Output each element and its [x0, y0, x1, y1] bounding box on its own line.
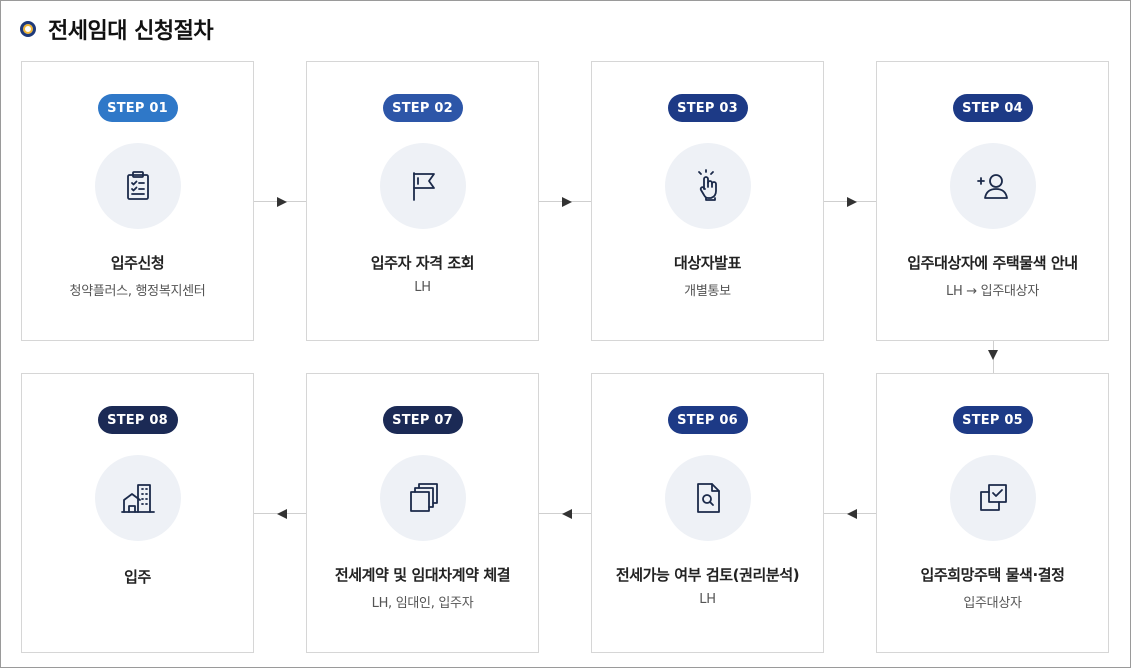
arrow-right-icon: [562, 197, 572, 207]
step-subtitle: 입주대상자: [963, 596, 1022, 611]
step-title: 입주희망주택 물색·결정: [920, 566, 1065, 584]
building-icon: [94, 455, 181, 541]
step-card-8: STEP 08 입주: [21, 373, 254, 653]
step-badge: STEP 08: [97, 406, 178, 434]
clipboard-icon: [94, 143, 181, 229]
arrow-left-icon: [847, 509, 857, 519]
step-title: 입주신청: [110, 254, 165, 272]
step-title: 전세계약 및 임대차계약 체결: [334, 566, 511, 584]
step-subtitle: LH: [699, 592, 716, 607]
arrow-left-icon: [277, 509, 287, 519]
step-title: 전세가능 여부 검토(권리분석): [615, 566, 800, 584]
document-search-icon: [664, 455, 751, 541]
step-subtitle: LH: [414, 280, 431, 295]
step-card-1: STEP 01 입주신청 청약플러스, 행정복지센터: [21, 61, 254, 341]
step-badge: STEP 03: [667, 94, 748, 122]
arrow-right-icon: [847, 197, 857, 207]
section-header: 전세임대 신청절차: [20, 14, 214, 44]
arrow-down-icon: [988, 350, 998, 360]
title-bullet-icon: [20, 21, 36, 37]
page-title: 전세임대 신청절차: [48, 19, 214, 44]
step-title: 대상자발표: [673, 254, 741, 272]
step-badge: STEP 07: [382, 406, 463, 434]
step-badge: STEP 06: [667, 406, 748, 434]
step-subtitle: 개별통보: [684, 284, 731, 299]
step-card-5: STEP 05 입주희망주택 물색·결정 입주대상자: [876, 373, 1109, 653]
add-user-icon: [949, 143, 1036, 229]
checkbox-icon: [949, 455, 1036, 541]
step-title: 입주: [124, 568, 151, 586]
step-badge: STEP 02: [382, 94, 463, 122]
step-card-3: STEP 03 대상자발표 개별통보: [591, 61, 824, 341]
step-title: 입주자 자격 조회: [370, 254, 475, 272]
step-badge: STEP 04: [952, 94, 1033, 122]
step-card-4: STEP 04 입주대상자에 주택물색 안내 LH → 입주대상자: [876, 61, 1109, 341]
step-badge: STEP 01: [97, 94, 178, 122]
step-subtitle: LH → 입주대상자: [946, 284, 1039, 299]
step-card-7: STEP 07 전세계약 및 임대차계약 체결 LH, 임대인, 입주자: [306, 373, 539, 653]
arrow-right-icon: [277, 197, 287, 207]
pointer-hand-icon: [664, 143, 751, 229]
step-badge: STEP 05: [952, 406, 1033, 434]
arrow-left-icon: [562, 509, 572, 519]
step-card-6: STEP 06 전세가능 여부 검토(권리분석) LH: [591, 373, 824, 653]
step-subtitle: LH, 임대인, 입주자: [371, 596, 474, 611]
step-subtitle: 청약플러스, 행정복지센터: [69, 284, 206, 299]
step-title: 입주대상자에 주택물색 안내: [907, 254, 1078, 272]
copy-documents-icon: [379, 455, 466, 541]
step-card-2: STEP 02 입주자 자격 조회 LH: [306, 61, 539, 341]
flag-icon: [379, 143, 466, 229]
